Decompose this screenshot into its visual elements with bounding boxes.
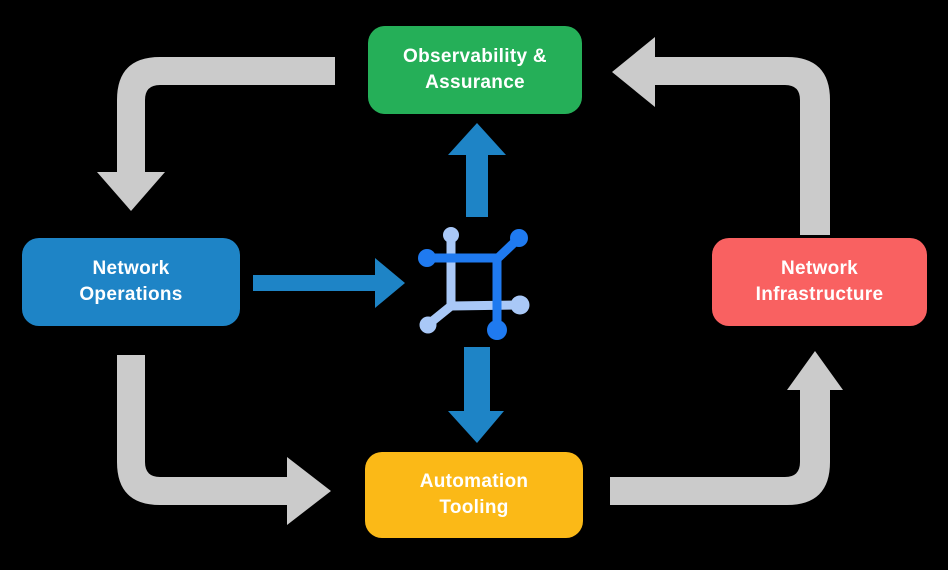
node-operations-label-line1: Network bbox=[92, 258, 170, 280]
node-infrastructure-label-line1: Network bbox=[780, 258, 859, 280]
arrow-operations-to-icon bbox=[253, 258, 405, 308]
node-network-infrastructure: Network Infrastructure bbox=[712, 238, 927, 326]
arrow-icon-to-automation bbox=[448, 347, 504, 443]
node-network-operations: Network Operations bbox=[22, 238, 240, 326]
network-mesh-icon-dark-lines bbox=[418, 229, 528, 340]
node-operations-label-line2: Operations bbox=[79, 284, 183, 305]
node-observability-assurance: Observability & Assurance bbox=[368, 26, 582, 114]
network-mesh-icon bbox=[418, 227, 530, 340]
arrow-observability-to-operations bbox=[97, 57, 335, 211]
node-observability-label-line1: Observability & bbox=[403, 46, 547, 68]
arrow-infrastructure-to-observability bbox=[612, 37, 830, 235]
arrow-operations-to-automation bbox=[117, 355, 331, 525]
node-automation-tooling: Automation Tooling bbox=[365, 452, 583, 538]
node-automation-label-line1: Automation bbox=[419, 471, 529, 493]
arrow-automation-to-infrastructure bbox=[610, 351, 843, 505]
arrow-icon-to-observability bbox=[448, 123, 506, 217]
node-automation-label-line2: Tooling bbox=[439, 497, 509, 518]
node-infrastructure-label-line2: Infrastructure bbox=[755, 284, 884, 305]
node-observability-label-line2: Assurance bbox=[425, 72, 525, 93]
